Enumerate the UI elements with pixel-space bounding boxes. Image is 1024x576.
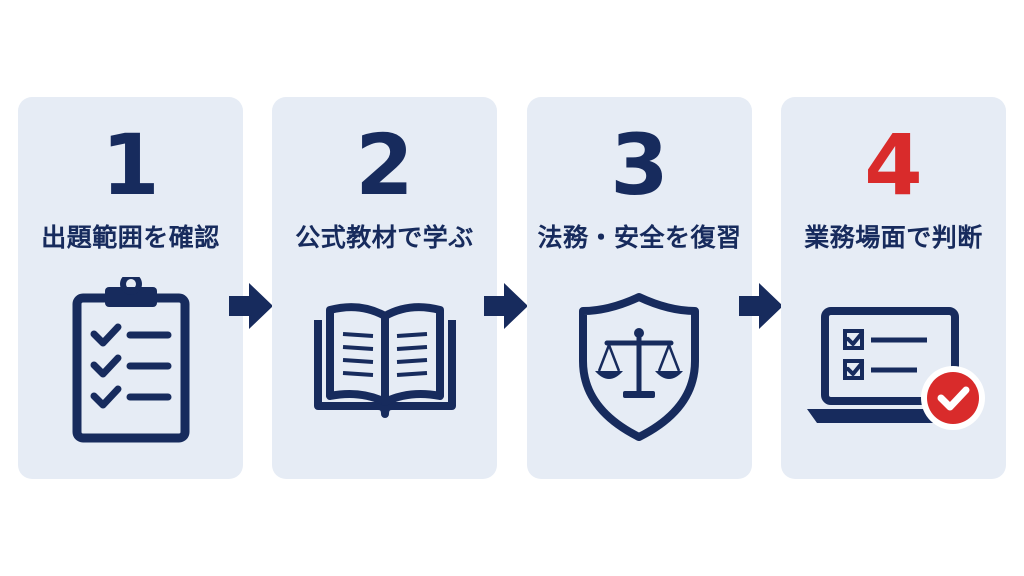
step-number: 2	[355, 116, 414, 214]
step-card-3: 3 法務・安全を復習	[527, 97, 752, 479]
check-badge-icon	[921, 366, 985, 430]
shield-scales-icon	[579, 293, 699, 441]
arrow-right-icon	[229, 283, 273, 329]
step-card-2: 2 公式教材で学ぶ	[272, 97, 497, 479]
step-label: 公式教材で学ぶ	[295, 223, 474, 252]
step-label: 法務・安全を復習	[537, 223, 742, 252]
clipboard-checklist-icon	[72, 277, 190, 443]
step-number: 4	[864, 116, 923, 214]
step-number: 3	[610, 116, 669, 214]
arrow-right-icon	[484, 283, 528, 329]
arrow-right-icon	[739, 283, 783, 329]
open-book-icon	[314, 303, 456, 418]
laptop-checklist-icon	[807, 307, 985, 430]
step-label: 業務場面で判断	[804, 223, 983, 252]
step-card-1: 1 出題範囲を確認	[18, 97, 243, 479]
step-label: 出題範囲を確認	[41, 223, 220, 252]
step-card-4: 4 業務場面で判断	[781, 97, 1006, 479]
step-number: 1	[101, 116, 160, 214]
